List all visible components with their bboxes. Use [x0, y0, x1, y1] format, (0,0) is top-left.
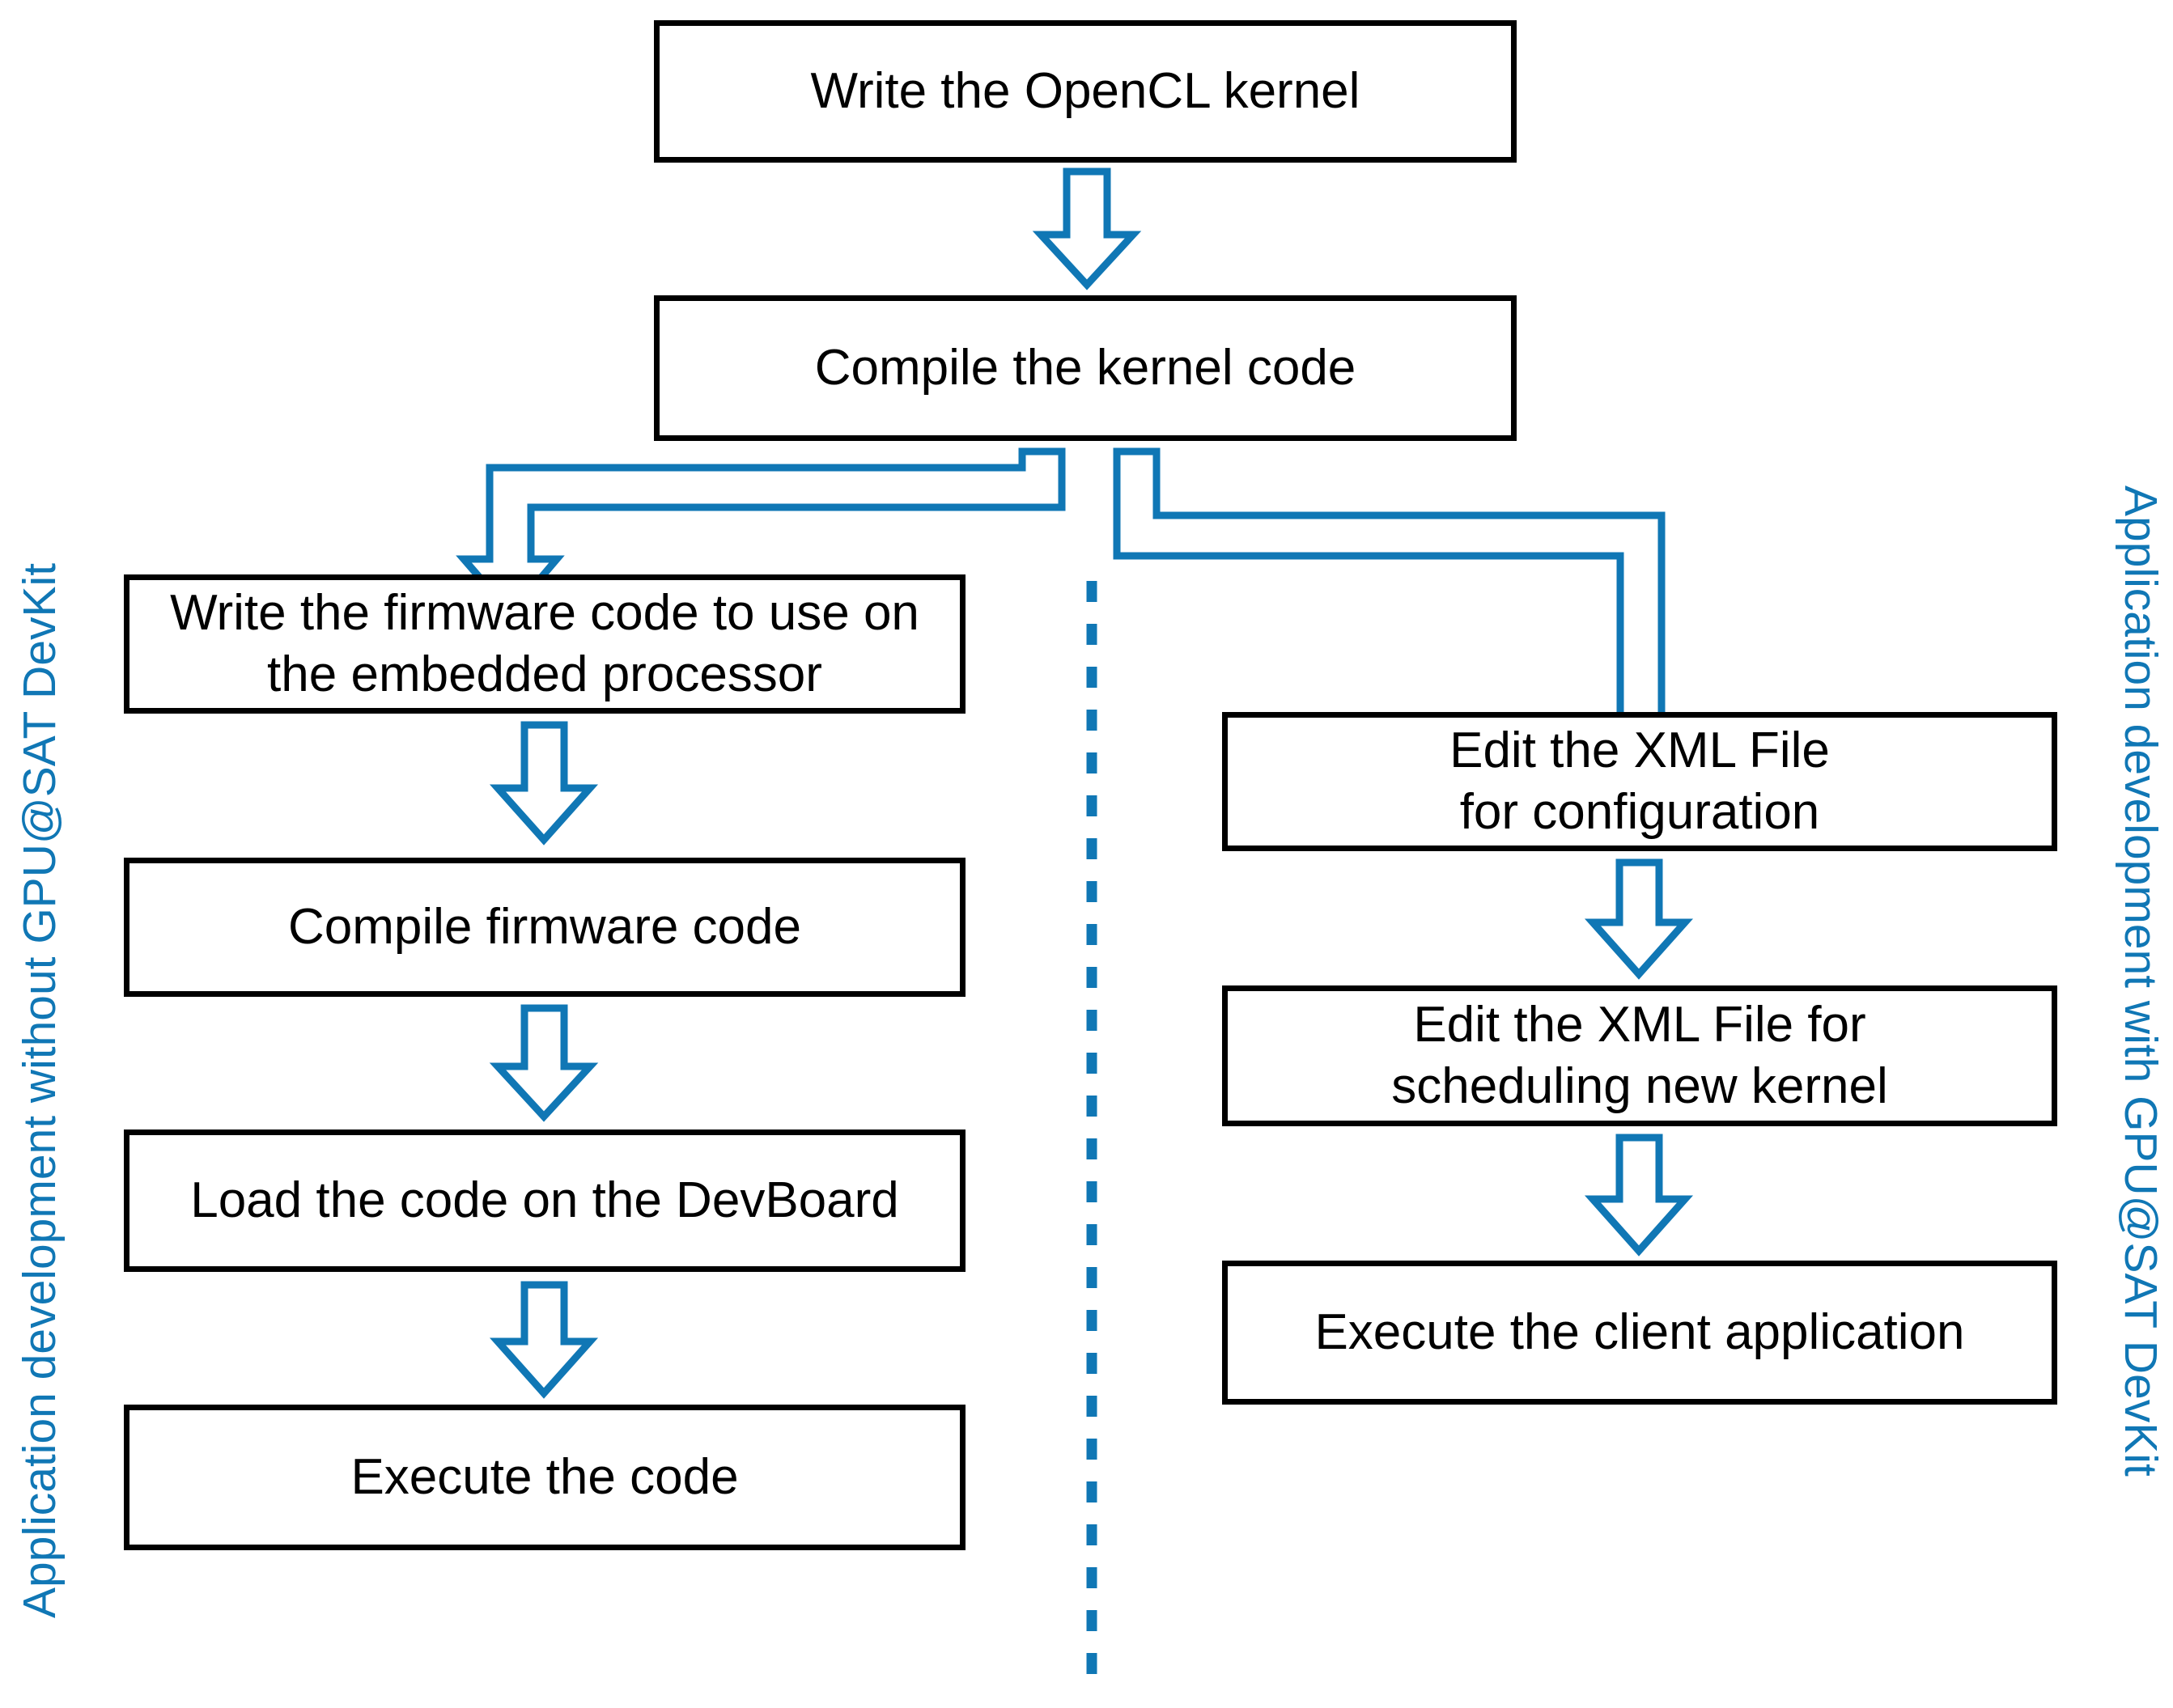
node-compile-firmware-code[interactable]: Compile firmware code — [124, 858, 966, 997]
node-edit-xml-configuration[interactable]: Edit the XML File for configuration — [1222, 712, 2057, 851]
side-label-without-devkit: Application development without GPU@SAT … — [14, 562, 66, 1618]
arrow-kernel-to-compile-icon — [1032, 167, 1142, 290]
node-compile-kernel-code[interactable]: Compile the kernel code — [654, 295, 1517, 441]
arrow-xml-sched-to-execute-client-icon — [1584, 1134, 1694, 1257]
arrow-compile-firmware-to-load-icon — [489, 1004, 599, 1122]
node-execute-client-application[interactable]: Execute the client application — [1222, 1261, 2057, 1405]
node-write-firmware-code[interactable]: Write the firmware code to use on the em… — [124, 574, 966, 714]
arrow-firmware-to-compile-firmware-icon — [489, 721, 599, 846]
node-execute-the-code[interactable]: Execute the code — [124, 1405, 966, 1550]
node-write-opencl-kernel[interactable]: Write the OpenCL kernel — [654, 20, 1517, 163]
arrow-xml-config-to-xml-sched-icon — [1584, 858, 1694, 980]
node-load-code-devboard[interactable]: Load the code on the DevBoard — [124, 1129, 966, 1272]
side-label-with-devkit: Application development with GPU@SAT Dev… — [2115, 485, 2167, 1477]
arrow-load-to-execute-icon — [489, 1281, 599, 1399]
node-edit-xml-scheduling[interactable]: Edit the XML File for scheduling new ker… — [1222, 985, 2057, 1126]
